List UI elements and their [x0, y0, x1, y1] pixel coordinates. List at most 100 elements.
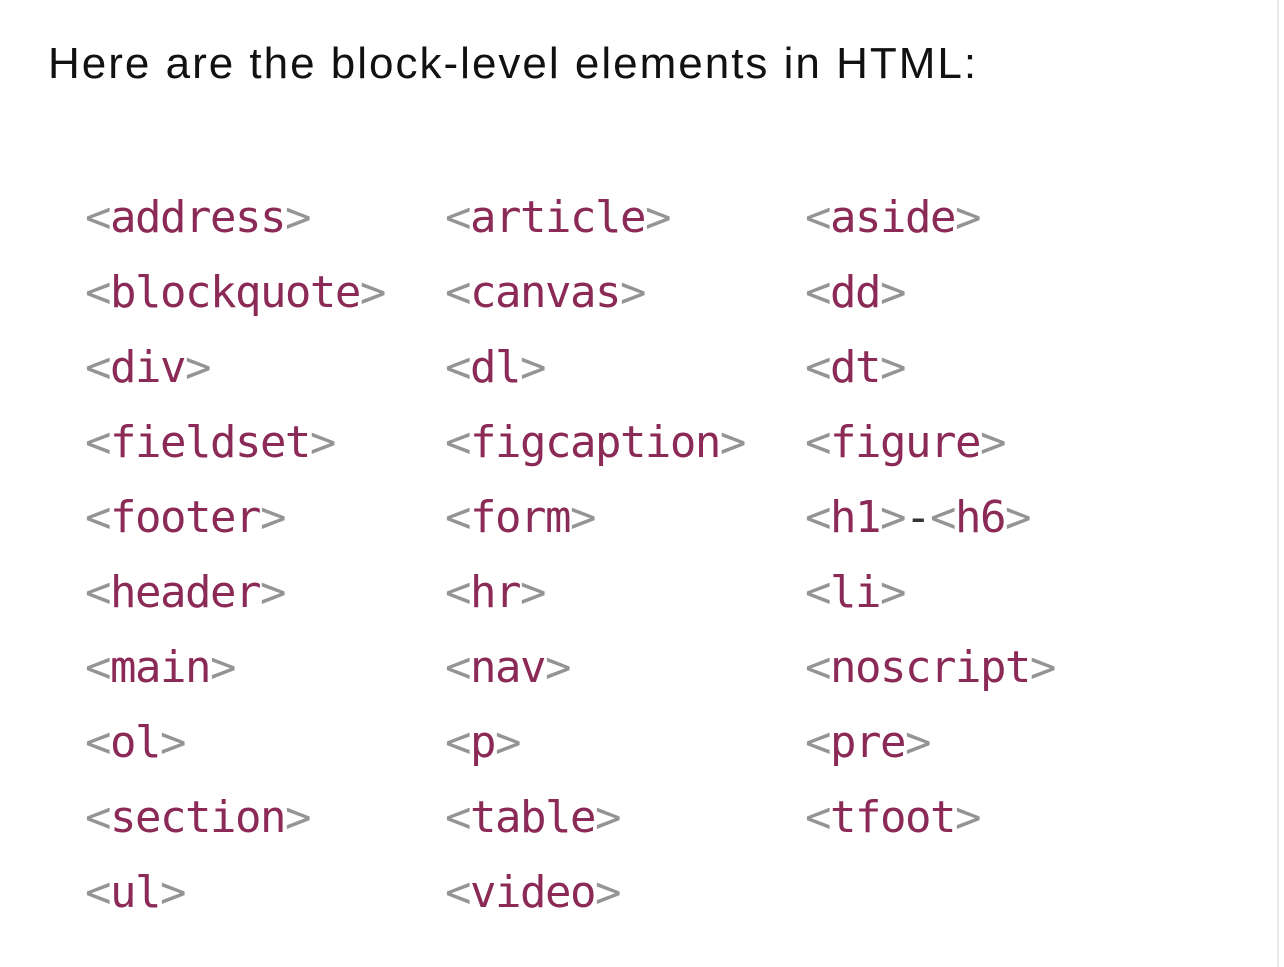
angle-bracket-close: >	[619, 266, 647, 318]
tag-name: header	[110, 566, 261, 618]
angle-bracket-open: <	[85, 566, 112, 618]
tag-name: dl	[470, 341, 521, 393]
code-item-address: <address>	[85, 195, 445, 240]
angle-bracket-close: >	[979, 416, 1007, 468]
code-item-table: <table>	[445, 795, 805, 840]
tag-name: li	[830, 566, 881, 618]
angle-bracket-open: <	[805, 416, 832, 468]
angle-bracket-close: >	[594, 791, 622, 843]
block-elements-grid: <address><article><aside><blockquote><ca…	[85, 180, 1056, 930]
angle-bracket-open: <	[85, 416, 112, 468]
tag-name: figure	[830, 416, 981, 468]
code-item-noscript: <noscript>	[805, 645, 1056, 690]
tag-name: video	[470, 866, 596, 918]
angle-bracket-close: >	[259, 491, 287, 543]
angle-bracket-close: >	[284, 791, 312, 843]
tag-name: address	[110, 191, 286, 243]
angle-bracket-close: >	[904, 716, 932, 768]
angle-bracket-open: <	[85, 716, 112, 768]
angle-bracket-open: <	[445, 191, 472, 243]
tag-name: dd	[830, 266, 881, 318]
angle-bracket-close: >	[519, 341, 547, 393]
tag-name: h1	[830, 491, 881, 543]
angle-bracket-close: >	[879, 341, 907, 393]
angle-bracket-open: <	[445, 716, 472, 768]
code-item-tfoot: <tfoot>	[805, 795, 1055, 840]
angle-bracket-close: >	[544, 641, 572, 693]
angle-bracket-open: <	[929, 491, 957, 543]
angle-bracket-close: >	[954, 791, 982, 843]
tag-name: hr	[470, 566, 521, 618]
angle-bracket-open: <	[445, 416, 472, 468]
angle-bracket-open: <	[805, 716, 832, 768]
tag-name: figcaption	[470, 416, 721, 468]
angle-bracket-open: <	[805, 641, 832, 693]
code-item-footer: <footer>	[85, 495, 445, 540]
code-item-dt: <dt>	[805, 345, 1055, 390]
angle-bracket-open: <	[445, 566, 472, 618]
tag-name: form	[470, 491, 571, 543]
angle-bracket-close: >	[879, 566, 907, 618]
tag-name: tfoot	[830, 791, 956, 843]
page-title: Here are the block-level elements in HTM…	[48, 39, 979, 88]
angle-bracket-open: <	[445, 866, 472, 918]
angle-bracket-close: >	[259, 566, 287, 618]
code-item-main: <main>	[85, 645, 445, 690]
code-item-pre: <pre>	[805, 720, 1055, 765]
angle-bracket-open: <	[445, 791, 472, 843]
code-item-article: <article>	[445, 195, 805, 240]
angle-bracket-open: <	[85, 641, 112, 693]
code-item-aside: <aside>	[805, 195, 1055, 240]
code-item-hr: <hr>	[445, 570, 805, 615]
code-item-blockquote: <blockquote>	[85, 270, 445, 315]
tag-name: article	[470, 191, 646, 243]
code-item-fieldset: <fieldset>	[85, 420, 445, 465]
code-item-header: <header>	[85, 570, 445, 615]
angle-bracket-open: <	[805, 491, 832, 543]
angle-bracket-open: <	[85, 266, 112, 318]
tag-name: ol	[110, 716, 161, 768]
code-item-form: <form>	[445, 495, 805, 540]
angle-bracket-close: >	[1004, 491, 1032, 543]
angle-bracket-close: >	[594, 866, 622, 918]
angle-bracket-close: >	[879, 266, 907, 318]
angle-bracket-close: >	[309, 416, 337, 468]
code-item-p: <p>	[445, 720, 805, 765]
angle-bracket-open: <	[445, 491, 472, 543]
code-item-figure: <figure>	[805, 420, 1055, 465]
angle-bracket-close: >	[184, 341, 212, 393]
code-item-video: <video>	[445, 870, 805, 915]
tag-name: canvas	[470, 266, 621, 318]
code-item-ol: <ol>	[85, 720, 445, 765]
code-item-dl: <dl>	[445, 345, 805, 390]
angle-bracket-close: >	[209, 641, 237, 693]
angle-bracket-open: <	[805, 341, 832, 393]
tag-name: main	[110, 641, 211, 693]
angle-bracket-close: >	[954, 191, 982, 243]
angle-bracket-open: <	[445, 266, 472, 318]
angle-bracket-open: <	[85, 491, 112, 543]
angle-bracket-open: <	[805, 266, 832, 318]
angle-bracket-close: >	[359, 266, 387, 318]
angle-bracket-close: >	[569, 491, 597, 543]
angle-bracket-close: >	[495, 716, 522, 768]
tag-name: pre	[830, 716, 906, 768]
tag-name: blockquote	[110, 266, 361, 318]
angle-bracket-open: <	[85, 866, 112, 918]
code-item-section: <section>	[85, 795, 445, 840]
angle-bracket-open: <	[805, 566, 832, 618]
tag-name: nav	[470, 641, 546, 693]
tag-name: dt	[830, 341, 881, 393]
angle-bracket-close: >	[284, 191, 312, 243]
code-item-canvas: <canvas>	[445, 270, 805, 315]
dash-separator: -	[904, 491, 932, 543]
tag-name: h6	[954, 491, 1006, 543]
angle-bracket-open: <	[805, 791, 832, 843]
tag-name: p	[470, 716, 497, 768]
tag-name: section	[110, 791, 286, 843]
tag-name: div	[110, 341, 186, 393]
angle-bracket-open: <	[85, 791, 112, 843]
angle-bracket-close: >	[719, 416, 747, 468]
code-item-div: <div>	[85, 345, 445, 390]
